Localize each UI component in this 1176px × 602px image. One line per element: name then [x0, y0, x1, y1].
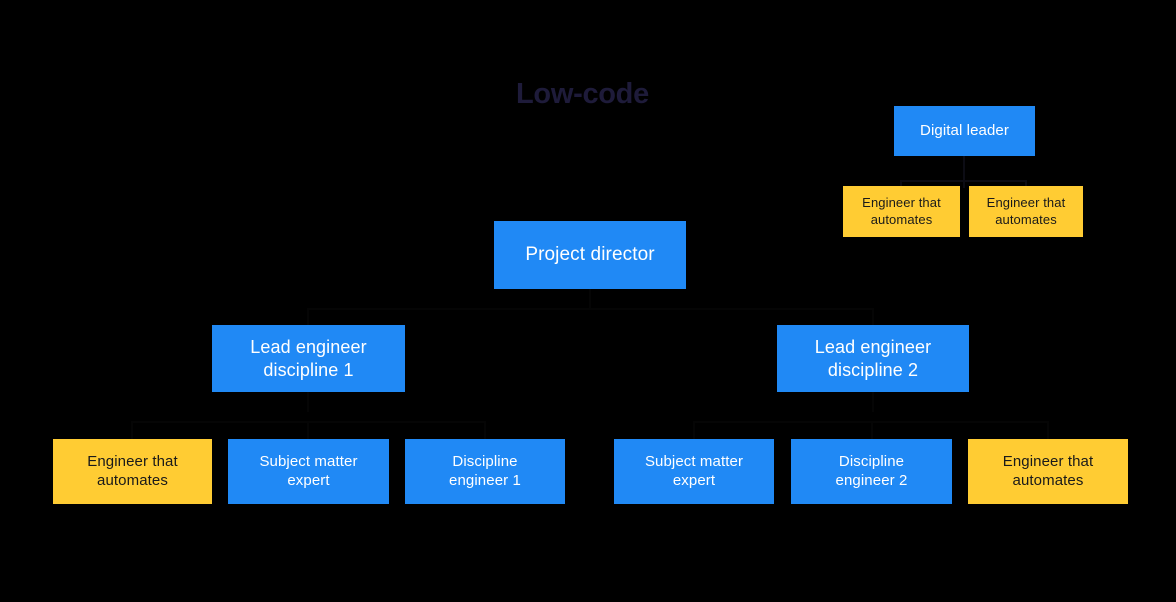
node-label: Engineer that automates: [862, 195, 941, 227]
node-discipline-engineer-2[interactable]: Discipline engineer 2: [791, 439, 952, 504]
connector-digital-leader-stem: [963, 154, 965, 188]
connector-level3-drop-3: [484, 421, 486, 439]
node-label: Subject matter expert: [644, 452, 744, 489]
node-project-director[interactable]: Project director: [494, 221, 686, 289]
node-label: Engineer that automates: [986, 195, 1066, 227]
node-label: Project director: [525, 244, 655, 266]
node-digital-leader[interactable]: Digital leader: [894, 106, 1035, 156]
connector-digital-leader-drop-2: [1025, 180, 1027, 188]
node-engineer-that-automates-left[interactable]: Engineer that automates: [53, 439, 212, 504]
connector-lead-engineer-1-drop: [307, 308, 309, 325]
node-label: Discipline engineer 1: [449, 452, 521, 489]
node-lead-engineer-discipline-2[interactable]: Lead engineer discipline 2: [777, 325, 969, 392]
connector-lead-engineer-2-stem: [872, 392, 874, 412]
connector-project-director-stem: [589, 289, 591, 309]
node-label: Engineer that automates: [1002, 452, 1094, 489]
connector-level3-drop-4: [693, 421, 695, 439]
connector-level3-drop-1: [131, 421, 133, 439]
connector-level3-drop-6: [1047, 421, 1049, 439]
node-label: Discipline engineer 2: [835, 452, 908, 489]
connector-level3-drop-5: [871, 421, 873, 439]
node-subject-matter-expert-1[interactable]: Subject matter expert: [228, 439, 389, 504]
connector-digital-leader-bus: [901, 180, 1026, 182]
node-lead-engineer-discipline-1[interactable]: Lead engineer discipline 1: [212, 325, 405, 392]
node-engineer-that-automates-legend-2[interactable]: Engineer that automates: [969, 186, 1083, 237]
node-engineer-that-automates-legend-1[interactable]: Engineer that automates: [843, 186, 960, 237]
connector-digital-leader-drop-1: [900, 180, 902, 188]
node-label: Engineer that automates: [87, 452, 178, 489]
connector-level3-drop-2: [307, 421, 309, 439]
node-label: Lead engineer discipline 1: [250, 337, 367, 380]
connector-lead-engineer-2-drop: [872, 308, 874, 325]
connector-lead-engineers-bus: [308, 308, 873, 310]
page-title: Low-code: [516, 78, 649, 110]
node-discipline-engineer-1[interactable]: Discipline engineer 1: [405, 439, 565, 504]
connector-lead-engineer-1-stem: [307, 392, 309, 412]
node-subject-matter-expert-2[interactable]: Subject matter expert: [614, 439, 774, 504]
node-engineer-that-automates-right[interactable]: Engineer that automates: [968, 439, 1128, 504]
node-label: Digital leader: [920, 121, 1009, 139]
node-label: Lead engineer discipline 2: [814, 337, 932, 380]
node-label: Subject matter expert: [259, 452, 358, 489]
